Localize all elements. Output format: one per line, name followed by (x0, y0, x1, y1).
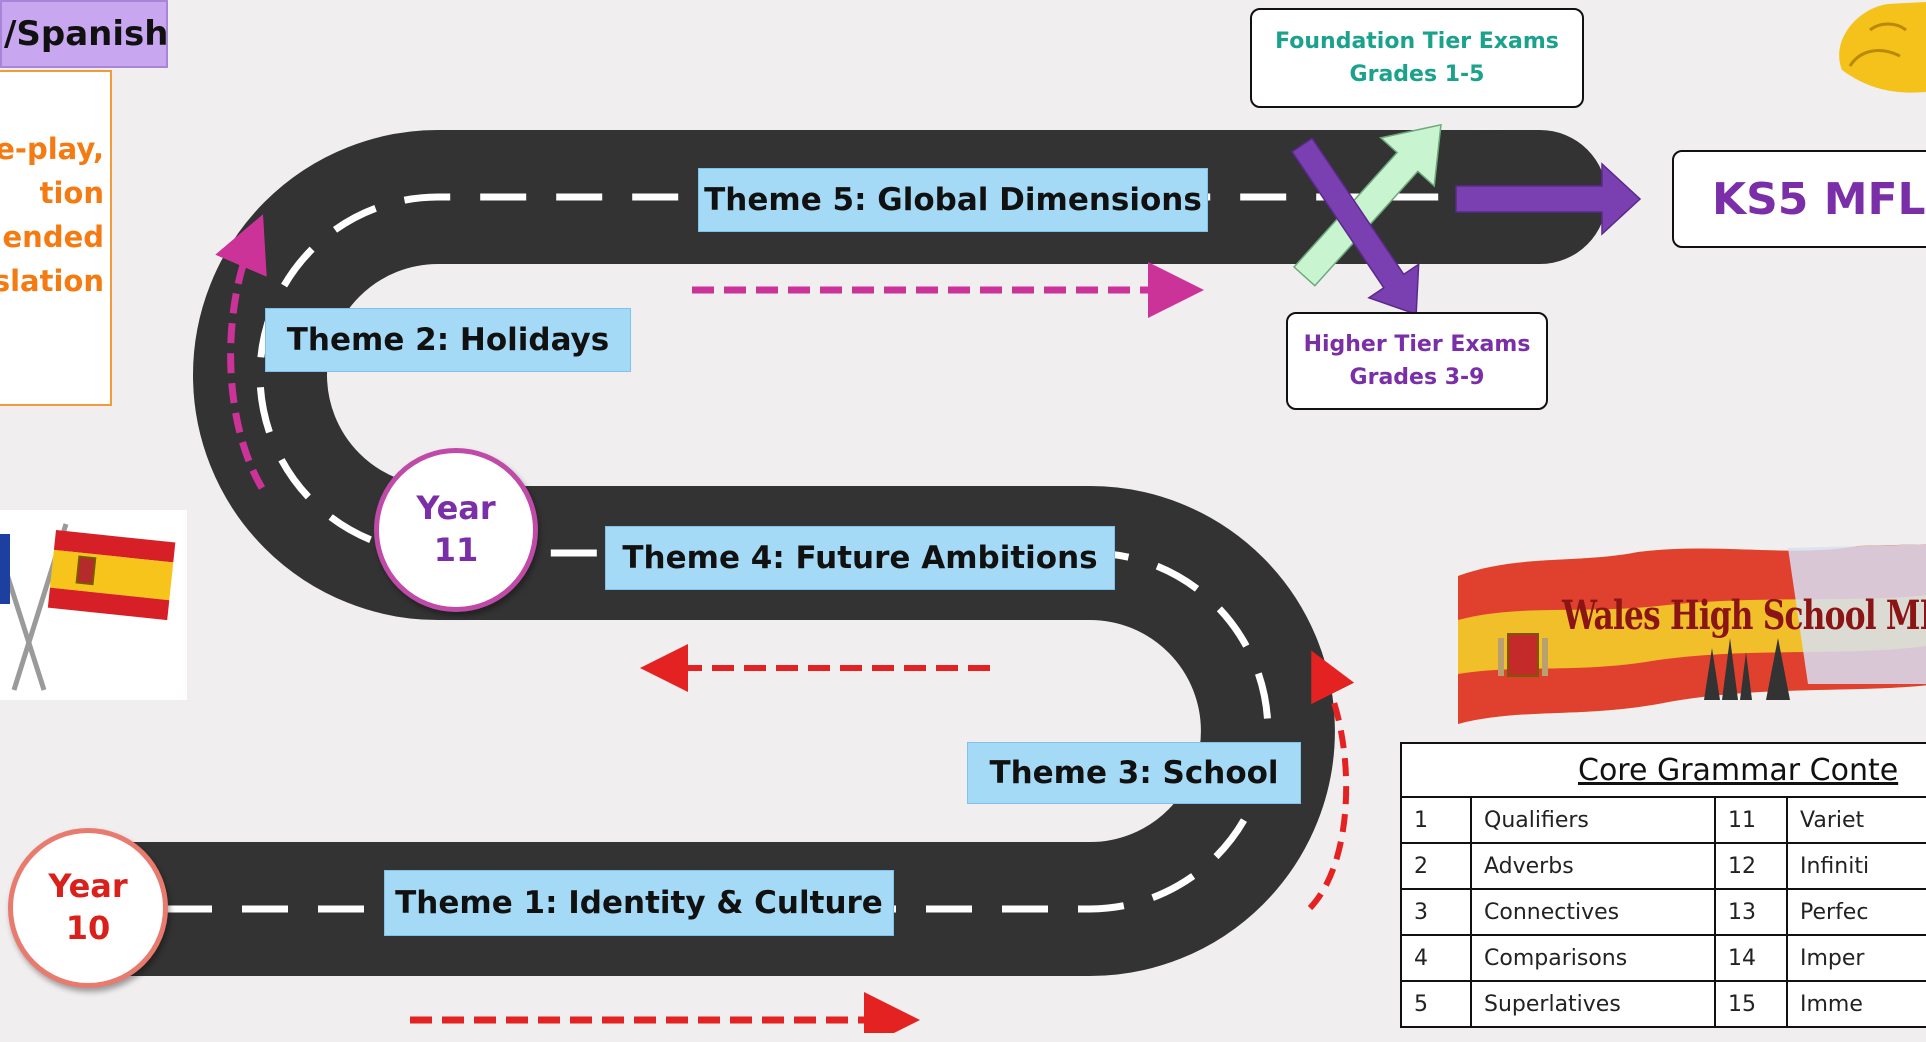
year-10-word: Year (48, 867, 128, 906)
banner-background (1458, 544, 1926, 724)
crossed-flags-icon (0, 523, 176, 691)
ks5-box: KS5 MFL (1672, 150, 1926, 248)
foundation-tier-grades: Grades 1-5 (1349, 62, 1485, 87)
skills-line: slation (0, 264, 104, 298)
year-11-number: 11 (433, 531, 479, 569)
theme-2-text: Theme 2: Holidays (286, 322, 610, 358)
arrow-to-foundation (1292, 123, 1442, 287)
year-10-badge: Year 10 (8, 828, 168, 988)
crest-icon (1839, 2, 1926, 93)
theme-1-label: Theme 1: Identity & Culture (384, 870, 894, 936)
direction-arrow-bend-left (215, 214, 267, 490)
theme-3-text: Theme 3: School (989, 755, 1279, 791)
grammar-heading: Core Grammar Conte (1400, 742, 1926, 798)
landmarks-icon (1704, 638, 1790, 700)
grammar-number: 5 (1400, 980, 1472, 1028)
grammar-number: 4 (1400, 934, 1472, 982)
crest-icon (1498, 633, 1548, 677)
grammar-item: Infiniti (1786, 842, 1926, 890)
grammar-number: 15 (1714, 980, 1788, 1028)
theme-2-label: Theme 2: Holidays (265, 308, 631, 372)
department-banner: Wales High School MFL Dep (1458, 534, 1926, 734)
skills-box: le-play, tion ended slation (0, 70, 112, 406)
skills-line: le-play, (0, 132, 104, 166)
road-centre-line (90, 193, 1470, 913)
foundation-tier-title: Foundation Tier Exams (1275, 29, 1559, 54)
theme-4-label: Theme 4: Future Ambitions (605, 526, 1115, 590)
grammar-item: Variet (1786, 796, 1926, 844)
year-11-badge: Year 11 (374, 448, 538, 612)
grammar-number: 3 (1400, 888, 1472, 936)
theme-1-text: Theme 1: Identity & Culture (395, 885, 883, 921)
core-grammar-table: Core Grammar Conte 1 Qualifiers 11 Varie… (1400, 742, 1926, 1042)
table-row: 2 Adverbs 12 Infiniti (1400, 842, 1926, 890)
ks5-text: KS5 MFL (1712, 173, 1926, 225)
grammar-item: Connectives (1470, 888, 1716, 936)
grammar-number: 13 (1714, 888, 1788, 936)
grammar-item: Superlatives (1470, 980, 1716, 1028)
higher-tier-grades: Grades 3-9 (1349, 365, 1485, 390)
table-row: 1 Qualifiers 11 Variet (1400, 796, 1926, 844)
higher-tier-box: Higher Tier Exams Grades 3-9 (1286, 312, 1548, 410)
direction-arrow-bend-right (1307, 650, 1355, 911)
subject-title-tab: /Spanish (0, 0, 168, 68)
theme-5-label: Theme 5: Global Dimensions (698, 168, 1208, 232)
theme-5-text: Theme 5: Global Dimensions (704, 182, 1202, 218)
subject-title: /Spanish (4, 14, 168, 54)
grammar-number: 14 (1714, 934, 1788, 982)
grammar-number: 1 (1400, 796, 1472, 844)
grammar-item: Perfec (1786, 888, 1926, 936)
flag-card (0, 510, 187, 700)
grammar-item: Qualifiers (1470, 796, 1716, 844)
grammar-item: Adverbs (1470, 842, 1716, 890)
arrow-to-higher (1291, 137, 1420, 316)
table-row: 5 Superlatives 15 Imme (1400, 980, 1926, 1028)
year-10-number: 10 (65, 909, 111, 947)
grammar-item: Imme (1786, 980, 1926, 1028)
table-row: 3 Connectives 13 Perfec (1400, 888, 1926, 936)
grammar-number: 12 (1714, 842, 1788, 890)
theme-3-label: Theme 3: School (967, 742, 1301, 804)
skills-line: ended (2, 220, 105, 254)
skills-line: tion (39, 176, 104, 210)
grammar-item: Imper (1786, 934, 1926, 982)
banner-title: Wales High School MFL Dep (1562, 592, 1926, 639)
table-row: 4 Comparisons 14 Imper (1400, 934, 1926, 982)
arrow-to-ks5 (1455, 162, 1642, 236)
foundation-tier-box: Foundation Tier Exams Grades 1-5 (1250, 8, 1584, 108)
grammar-item: Comparisons (1470, 934, 1716, 982)
year-11-word: Year (416, 489, 496, 528)
higher-tier-title: Higher Tier Exams (1303, 332, 1531, 357)
grammar-number: 2 (1400, 842, 1472, 890)
grammar-number: 11 (1714, 796, 1788, 844)
theme-4-text: Theme 4: Future Ambitions (622, 540, 1098, 576)
